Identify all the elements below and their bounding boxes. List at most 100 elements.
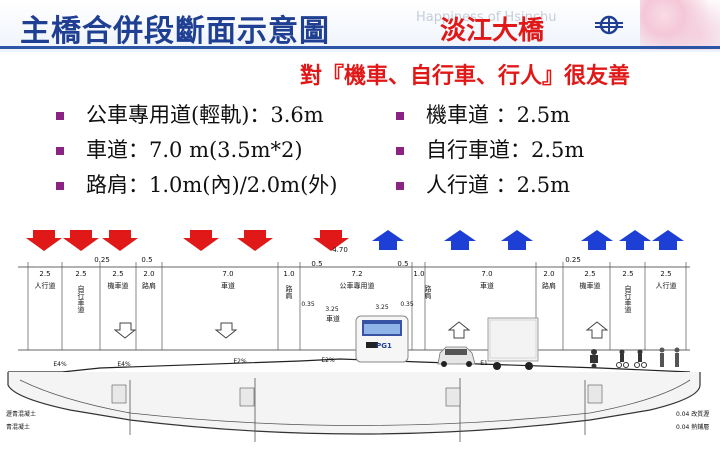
lane-arrow-icon <box>214 322 238 339</box>
material-notes-right: 0.04 改質瀝 0.04 熱鋪層 <box>676 410 709 431</box>
lane-label: 機車道 <box>580 281 601 290</box>
header-rule <box>0 46 720 49</box>
lane-label: 人行道 <box>35 281 56 290</box>
slope-label: E2% <box>233 358 247 365</box>
dim-label: 1.0 <box>413 270 424 278</box>
material-note: 0.04 改質瀝 <box>676 410 709 418</box>
dimension-ticks <box>27 262 687 350</box>
dim-label: 7.0 <box>481 270 492 278</box>
girder-openings <box>111 384 603 407</box>
light-rail-bus: PG1 <box>355 315 409 363</box>
slope-label: E4% <box>117 361 131 368</box>
material-note: 0.04 熱鋪層 <box>676 423 709 431</box>
cross-section-diagram: 0.25 0.5 4.70 0.5 0.5 0.25 2.5 2.5 2.5 2… <box>6 230 709 442</box>
dim-label: 2.5 <box>75 270 86 278</box>
deck-surface <box>8 358 691 373</box>
car <box>437 346 476 367</box>
lane-label: 路肩 <box>142 281 156 290</box>
dim-label: 3.25 <box>375 304 389 311</box>
lane-label: 自行車道 <box>624 284 632 314</box>
lane-label: 路肩 <box>424 284 432 300</box>
arrow-down-icon <box>26 230 62 251</box>
dim-label: 0.35 <box>400 301 414 308</box>
dim-label: 4.70 <box>332 246 348 254</box>
bus-plate: PG1 <box>376 342 392 350</box>
dim-label: 2.0 <box>143 270 154 278</box>
lane-arrow-icon <box>113 322 137 339</box>
lane-arrow-icon <box>585 321 609 339</box>
arrow-up-icon <box>444 230 476 250</box>
arrow-down-icon <box>313 230 349 251</box>
arrow-up-icon <box>581 230 613 250</box>
slope-label: E1 <box>480 360 488 367</box>
dim-label: 0.25 <box>565 256 581 264</box>
lane-label: 車道 <box>326 314 340 323</box>
dim-label: 2.5 <box>660 270 671 278</box>
dimension-line <box>18 266 690 351</box>
material-notes-left: 瀝青混凝土 青混凝土 <box>6 410 36 431</box>
arrow-down-icon <box>102 230 138 251</box>
spec-list-left: 公車專用道(輕軌)：3.6m 車道：7.0 m(3.5m*2) 路肩：1.0m(… <box>56 100 337 205</box>
dim-label: 0.25 <box>94 256 110 264</box>
blossom-decoration <box>640 0 720 50</box>
lane-label: 路肩 <box>542 281 556 290</box>
lane-label: 車道 <box>221 281 235 290</box>
lane-labels: 人行道 自行車道 機車道 路肩 車道 路肩 公車專用道 路肩 車道 路肩 機車道… <box>35 281 677 314</box>
arrows-up <box>372 230 684 250</box>
material-note: 青混凝土 <box>6 423 30 431</box>
dim-label: 7.2 <box>351 270 362 278</box>
motorcycle <box>590 349 598 369</box>
material-note: 瀝青混凝土 <box>6 410 36 418</box>
spec-item: 路肩：1.0m(內)/2.0m(外) <box>56 170 337 205</box>
dim-label: 2.5 <box>622 270 633 278</box>
spec-item: 機車道 ：2.5m <box>396 100 584 135</box>
dim-label: 7.0 <box>222 270 233 278</box>
arrows-down <box>26 230 349 251</box>
dim-label: 2.5 <box>39 270 50 278</box>
watermark-text: Happiness of Hsinchu <box>416 10 557 25</box>
lane-label: 自行車道 <box>77 284 85 314</box>
bridge-name: 淡江大橋 <box>440 16 545 46</box>
lane-label: 路肩 <box>285 284 293 300</box>
arrow-up-icon <box>501 230 533 250</box>
arrow-up-icon <box>372 230 404 250</box>
spec-item: 車道：7.0 m(3.5m*2) <box>56 135 337 170</box>
lane-label: 人行道 <box>656 281 677 290</box>
arrow-down-icon <box>63 230 99 251</box>
lane-dims: 2.5 2.5 2.5 2.0 7.0 1.0 7.2 1.0 7.0 2.0 … <box>39 270 671 278</box>
dim-label: 0.5 <box>141 256 152 264</box>
subtitle: 對『機車、自行車、行人』很友善 <box>300 63 631 89</box>
arrow-up-icon <box>652 230 684 250</box>
dim-label: 3.25 <box>325 306 339 313</box>
lane-label: 公車專用道 <box>340 281 375 290</box>
page-title: 主橋合併段斷面示意圖 <box>20 14 330 49</box>
arrow-down-icon <box>237 230 273 251</box>
spec-item: 自行車道：2.5m <box>396 135 584 170</box>
girder-inner <box>19 379 691 426</box>
bridge-girder <box>7 372 701 435</box>
lane-label: 機車道 <box>108 281 129 290</box>
slope-labels: E4% E4% E2% E2% E1 <box>53 357 488 368</box>
dim-label: 0.5 <box>397 260 408 268</box>
dim-label: 0.5 <box>311 260 322 268</box>
dim-label: 2.0 <box>543 270 554 278</box>
truck <box>487 317 539 370</box>
lane-arrow-icon <box>447 321 471 339</box>
lane-label: 車道 <box>480 281 494 290</box>
pedestrians <box>659 347 680 367</box>
slope-label: E4% <box>53 361 67 368</box>
spec-item: 人行道 ：2.5m <box>396 170 584 205</box>
railway-logo-icon <box>595 15 623 35</box>
dim-label: 1.0 <box>283 270 294 278</box>
dim-label: 2.5 <box>584 270 595 278</box>
dim-label: 0.35 <box>301 301 315 308</box>
arrow-down-icon <box>183 230 219 251</box>
inner-dims: 0.35 3.25 3.25 0.35 車道 <box>301 301 414 323</box>
arrow-up-icon <box>619 230 651 250</box>
spec-item: 公車專用道(輕軌)：3.6m <box>56 100 337 135</box>
slope-label: E2% <box>321 357 335 364</box>
road-markings <box>113 321 609 339</box>
spec-list-right: 機車道 ：2.5m 自行車道：2.5m 人行道 ：2.5m <box>396 100 584 205</box>
dim-label: 2.5 <box>112 270 123 278</box>
bicycles <box>616 349 647 368</box>
